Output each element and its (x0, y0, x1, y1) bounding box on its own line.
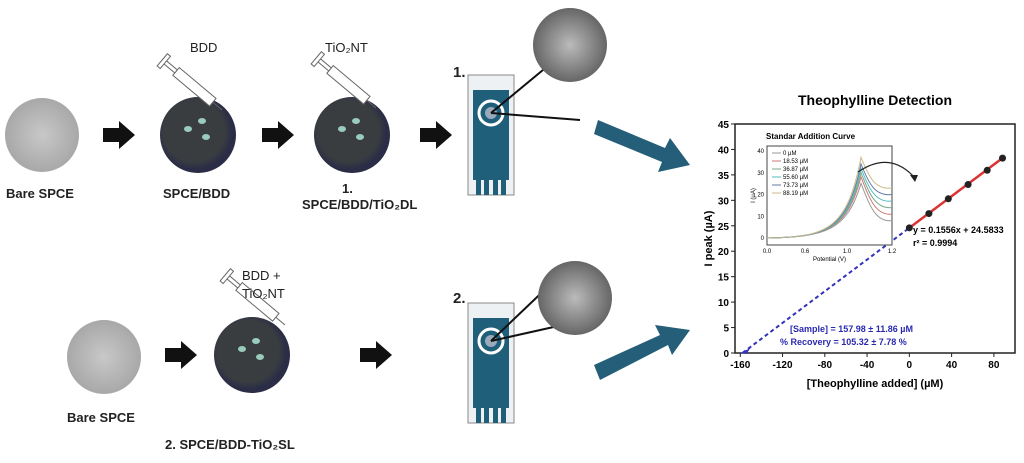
recovery: % Recovery = 105.32 ± 7.78 % (780, 337, 907, 347)
extrapolation-line (741, 227, 910, 354)
inset-y-tick: 10 (757, 214, 764, 220)
arrow-1 (103, 121, 135, 149)
spce-bdd-tio2sl (214, 317, 290, 393)
inset-y-tick: 0 (761, 236, 765, 242)
inset-legend-label: 0 µM (783, 151, 796, 157)
y-tick-label: 25 (718, 222, 730, 233)
plot-frame (734, 123, 1016, 354)
data-point (983, 166, 991, 174)
inset-legend-label: 55.60 µM (783, 175, 808, 181)
fit-equation: y = 0.1556x + 24.5833 (913, 225, 1004, 235)
inset-x-tick: 0.0 (763, 249, 772, 255)
x-tick-label: -120 (773, 360, 793, 371)
data-point (905, 224, 913, 232)
x-axis-label: [Theophylline added] (µM) (807, 378, 944, 390)
label-step1: SPCE/BDD/TiO₂DL (302, 197, 418, 212)
y-tick-label: 0 (723, 349, 729, 360)
y-tick-label: 35 (718, 171, 730, 182)
spce-bdd-tio2dl (314, 97, 390, 173)
inset-x-tick: 0.6 (801, 249, 810, 255)
x-tick-label: 80 (988, 360, 1000, 371)
x-tick-label: -40 (860, 360, 875, 371)
x-intercept-marker (740, 348, 751, 354)
inset-pointer-arrowhead (910, 175, 918, 182)
sem-image-2 (538, 261, 612, 335)
r-squared: r² = 0.9994 (913, 238, 957, 248)
inset-voltammogram (766, 155, 893, 239)
bare-spce-2 (67, 320, 141, 394)
inset-y-label: I (µA) (751, 188, 757, 203)
inset-legend-label: 18.53 µM (783, 159, 808, 165)
y-tick-label: 40 (718, 145, 730, 156)
data-point (925, 210, 933, 218)
inset-y-tick: 20 (757, 193, 764, 199)
inset-legend-label: 36.87 µM (783, 167, 808, 173)
data-point (964, 181, 972, 189)
inset-x-label: Potential (V) (813, 257, 846, 263)
y-tick-label: 15 (718, 273, 730, 284)
y-axis-label: I peak (µA) (703, 210, 715, 266)
spce-bdd (160, 97, 236, 173)
y-tick-label: 30 (718, 196, 730, 207)
inset-pointer-arrow (857, 161, 916, 179)
data-point (944, 195, 952, 203)
label-bdd: BDD (190, 40, 218, 55)
inset-y-tick: 30 (757, 171, 764, 177)
chart-title: Theophylline Detection (798, 92, 952, 108)
label-bdd-plus: BDD + (242, 268, 281, 283)
inset-legend-label: 73.73 µM (783, 183, 808, 189)
label-bare-spce-1: Bare SPCE (6, 186, 74, 201)
big-arrow-2 (594, 325, 690, 380)
inset-title: Standar Addition Curve (766, 132, 856, 141)
electrode-strip-1 (466, 73, 516, 197)
label-route2: 2. (453, 290, 466, 307)
big-arrow-1 (594, 120, 690, 172)
inset-x-tick: 1.2 (888, 249, 897, 255)
label-spce-bdd: SPCE/BDD (163, 186, 231, 201)
x-tick-label: 0 (907, 360, 913, 371)
inset-y-tick: 40 (757, 149, 764, 155)
electrode-strip-2 (466, 301, 516, 425)
data-point (999, 154, 1007, 162)
y-tick-label: 5 (723, 324, 729, 335)
label-bare-spce-2: Bare SPCE (67, 410, 135, 425)
x-tick-label: -80 (818, 360, 833, 371)
y-tick-label: 20 (718, 247, 730, 258)
y-tick-label: 45 (718, 120, 730, 131)
x-tick-label: -160 (730, 360, 750, 371)
chart: Theophylline Detection -160 -120 -80 -40 0 40 8… (703, 92, 1016, 390)
x-tick-label: 40 (946, 360, 958, 371)
label-tio2nt-2: TiO₂NT (242, 286, 285, 301)
label-route1: 1. (453, 64, 466, 81)
sample-concentration: [Sample] = 157.98 ± 11.86 µM (790, 324, 913, 334)
label-tio2nt: TiO₂NT (325, 40, 368, 55)
label-step1-num: 1. (342, 181, 353, 196)
y-tick-label: 10 (718, 298, 730, 309)
bare-spce-1 (5, 98, 79, 172)
inset-x-tick: 1.0 (843, 249, 852, 255)
sem-image-1 (533, 8, 607, 82)
inset-legend-label: 88.19 µM (783, 191, 808, 197)
fit-line (908, 155, 1006, 229)
label-step2: 2. SPCE/BDD-TiO₂SL (165, 437, 295, 452)
